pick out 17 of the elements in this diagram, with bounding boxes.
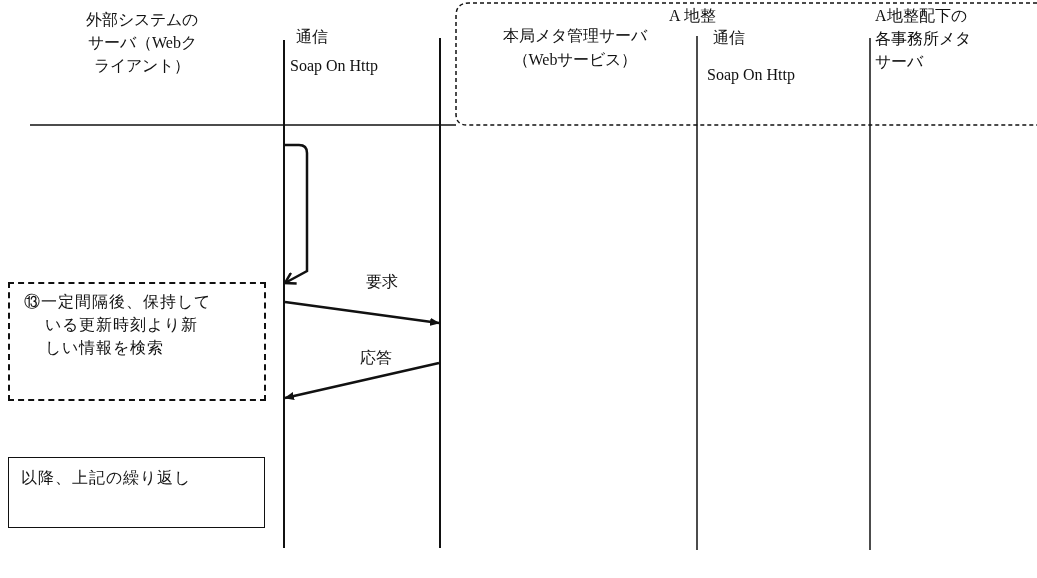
note-text: 以降、上記の繰り返し (21, 468, 192, 488)
header-text: 本局メタ管理サーバ（Webサービス） (502, 26, 648, 70)
header-text: 通信 (295, 27, 329, 47)
arrow (284, 300, 440, 326)
note-text: ⑬一定間隔後、保持している更新時刻より新しい情報を検索 (24, 292, 212, 358)
group-title: A 地整 (669, 6, 716, 26)
header-text: Soap On Http (290, 56, 379, 77)
lifeline (439, 38, 441, 548)
header-text: Soap On Http (707, 65, 796, 86)
arrow (284, 361, 440, 400)
header-text: A地整配下の各事務所メタサーバ (875, 6, 972, 72)
arrow (283, 143, 309, 285)
note-box (8, 457, 265, 528)
header-text: 通信 (712, 28, 746, 48)
note-box (8, 282, 266, 401)
header-text: 外部システムのサーバ（Webクライアント） (85, 10, 200, 76)
lifeline (283, 40, 285, 548)
